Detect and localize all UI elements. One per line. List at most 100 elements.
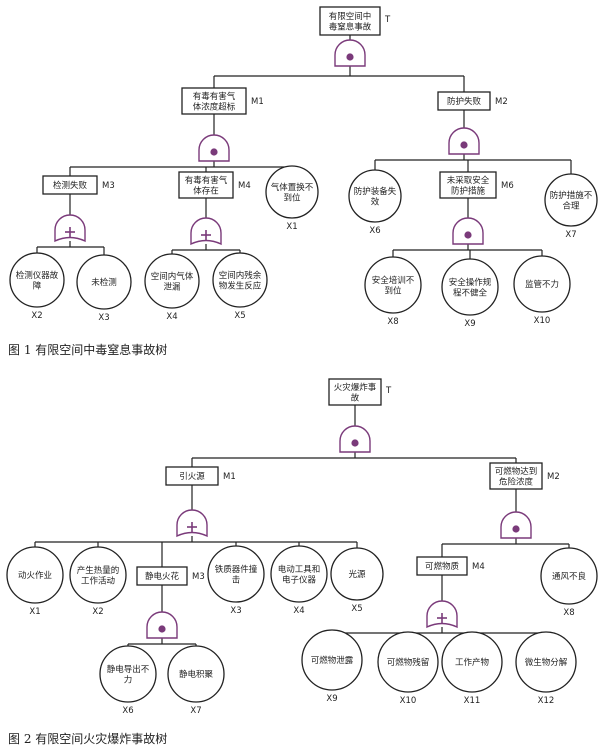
event-code: M4 xyxy=(472,562,485,572)
event-label-line: 到位 xyxy=(283,192,301,203)
event-code: X7 xyxy=(190,706,201,716)
event-label-line: 可燃物残留 xyxy=(387,657,430,668)
event-label-line: 效 xyxy=(371,196,380,207)
event-code: X12 xyxy=(538,696,555,706)
event-label-line: 光源 xyxy=(348,569,366,580)
gate-shape xyxy=(452,217,484,245)
event-code: T xyxy=(384,15,391,25)
gate-dot-icon xyxy=(464,231,472,239)
event-label-line: 安全培训不 xyxy=(372,275,415,286)
or-gate xyxy=(426,600,458,629)
event-label-line: 电子仪器 xyxy=(282,574,317,585)
basic-event-b_x8: 通风不良 X8 xyxy=(540,547,598,618)
event-circle xyxy=(76,254,132,310)
event-code: X8 xyxy=(387,317,398,327)
event-label-line: 有限空间中 xyxy=(329,11,372,22)
gate-shape xyxy=(146,611,178,639)
event-circle xyxy=(9,252,65,308)
event-label-line: 引火源 xyxy=(179,472,205,482)
and-gate xyxy=(339,425,371,453)
event-label-line: 铁质器件撞 xyxy=(215,564,258,575)
event-box xyxy=(319,6,381,36)
event-code: M3 xyxy=(102,181,115,191)
event-label-line: 可燃物达到 xyxy=(495,466,538,477)
event-box xyxy=(437,91,491,111)
event-code: X8 xyxy=(563,608,574,618)
event-label-line: 产生热量的 xyxy=(77,565,120,576)
event-circle xyxy=(544,173,598,227)
event-code: X9 xyxy=(464,319,475,329)
gate-shape xyxy=(448,127,480,155)
event-label-line: 静电火花 xyxy=(145,571,180,582)
event-circle xyxy=(207,545,265,603)
event-circle xyxy=(348,169,402,223)
event-circle xyxy=(265,165,319,219)
event-code: X10 xyxy=(400,696,417,706)
event-code: X4 xyxy=(166,312,177,322)
event-code: X6 xyxy=(122,706,133,716)
and-gate xyxy=(452,217,484,245)
event-code: X11 xyxy=(464,696,481,706)
event-circle xyxy=(364,256,422,314)
figure-2-gates xyxy=(146,425,532,639)
event-label-line: 物发生反应 xyxy=(219,280,262,291)
event-label-line: 合理 xyxy=(562,200,580,211)
figure-2-caption: 图 2 有限空间火灾爆炸事故树 xyxy=(8,732,168,746)
event-box xyxy=(181,87,247,115)
event-code: X1 xyxy=(29,607,40,617)
event-label-line: 到位 xyxy=(384,285,402,296)
or-gate xyxy=(176,509,208,538)
basic-event-b_x10: 可燃物残留 X10 xyxy=(377,631,439,706)
event-code: M1 xyxy=(251,97,264,107)
event-label-line: 防护措施不 xyxy=(550,190,593,201)
event-circle xyxy=(167,645,225,703)
event-label-line: 空间内残余 xyxy=(219,270,262,281)
event-code: X9 xyxy=(326,694,337,704)
event-code: M2 xyxy=(547,472,560,482)
event-code: X2 xyxy=(92,607,103,617)
and-gate xyxy=(500,511,532,539)
event-label-line: 检测失败 xyxy=(53,180,88,191)
or-gate xyxy=(54,214,86,243)
event-label-line: 电动工具和 xyxy=(278,564,321,575)
event-label-line: 动火作业 xyxy=(18,570,52,581)
event-code: X4 xyxy=(293,606,304,616)
event-label-line: 程不健全 xyxy=(453,287,488,298)
and-gate xyxy=(448,127,480,155)
event-label-line: 微生物分解 xyxy=(525,657,568,668)
event-label-line: 防护措施 xyxy=(451,185,486,196)
gate-shape xyxy=(500,511,532,539)
event-circle xyxy=(99,645,157,703)
event-code: X5 xyxy=(234,311,245,321)
event-label-line: 通风不良 xyxy=(552,571,587,582)
event-label-line: 力 xyxy=(124,674,133,685)
event-label-line: 击 xyxy=(232,574,241,585)
event-label-line: 空间内气体 xyxy=(151,271,194,282)
event-circle xyxy=(513,255,571,313)
event-code: X1 xyxy=(286,222,297,232)
event-box xyxy=(136,566,188,586)
event-code: M1 xyxy=(223,472,236,482)
event-code: X10 xyxy=(534,316,551,326)
event-circle xyxy=(515,631,577,693)
event-label-line: 未采取安全 xyxy=(447,175,490,186)
event-label-line: 静电导出不 xyxy=(107,664,150,675)
gate-dot-icon xyxy=(512,525,520,533)
event-label-line: 故 xyxy=(351,392,360,403)
event-circle xyxy=(441,258,499,316)
